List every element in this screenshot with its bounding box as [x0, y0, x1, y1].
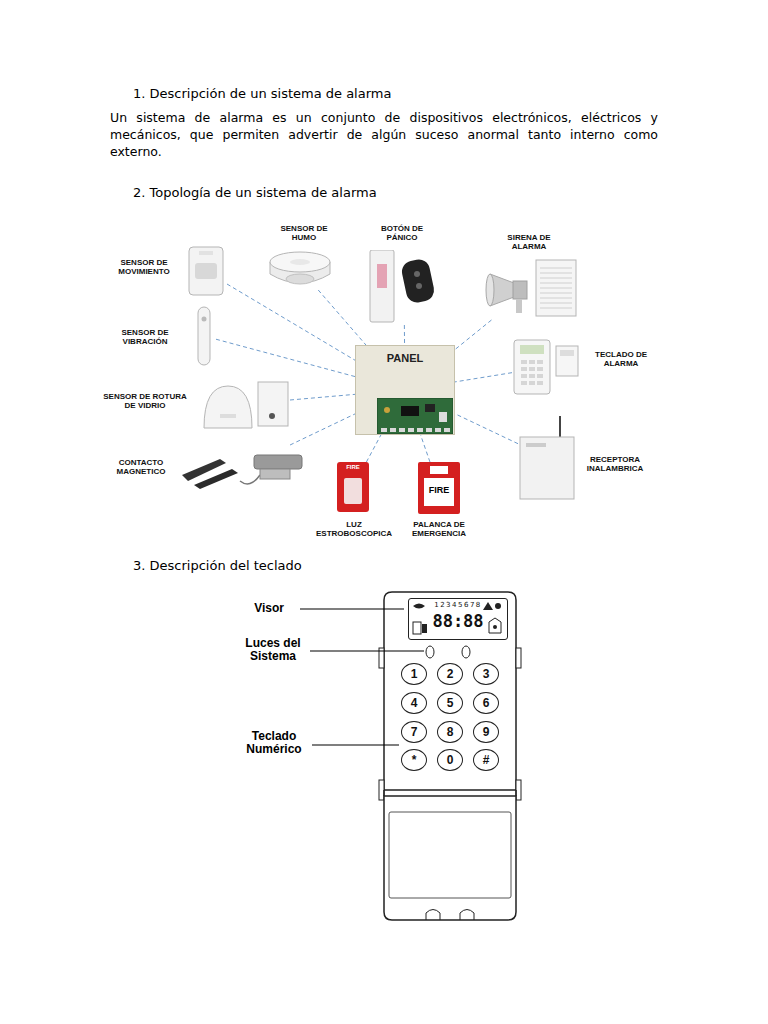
dashed-connector — [404, 325, 405, 345]
dashed-connector — [421, 435, 430, 462]
vibration-sensor-icon — [192, 305, 216, 367]
device-label: SENSOR DE VIBRACIÓN — [110, 328, 180, 346]
device-label: SENSOR DE HUMO — [272, 224, 336, 242]
sign-text: FIRE — [337, 464, 369, 470]
keypad-key: 6 — [473, 692, 499, 714]
key-label: 8 — [447, 726, 454, 738]
alarm-panel: PANEL — [355, 345, 455, 435]
dashed-connector — [455, 414, 518, 444]
device-label: RECEPTORA INALAMBRICA — [582, 455, 648, 473]
section-heading: 2. Topología de un sistema de alarma — [133, 185, 693, 200]
motion-sensor: SENSOR DE MOVIMIENTO — [185, 245, 227, 298]
device-label: PALANCA DE EMERGENCIA — [404, 520, 474, 538]
keypad-key: 8 — [437, 721, 463, 743]
callout-label: Visor — [228, 601, 284, 615]
keypad-key: 9 — [473, 721, 499, 743]
key-label: 0 — [447, 754, 454, 766]
device-label: TECLADO DE ALARMA — [592, 350, 650, 368]
keypad-key: 7 — [401, 721, 427, 743]
dashed-connector — [318, 290, 366, 345]
callout-label: Teclado Numérico — [238, 730, 310, 755]
zone-numbers: 12345678 — [409, 601, 507, 609]
section-heading: 3. Descripción del teclado — [133, 558, 693, 573]
wireless-receiver-icon — [518, 415, 576, 500]
dashed-connector — [366, 435, 380, 462]
dashed-connector — [216, 339, 355, 376]
device-label: SENSOR DE MOVIMIENTO — [108, 258, 180, 276]
alarm-siren: SIRENA DE ALARMA — [484, 256, 578, 320]
key-label: 7 — [411, 726, 418, 738]
magnetic-contact: CONTACTO MAGNETICO — [180, 445, 306, 490]
key-label: 9 — [483, 726, 490, 738]
glass-break-sensor-icon — [198, 378, 290, 430]
keypad-display: 12345678 88:88 — [408, 598, 508, 640]
section-heading: 1. Descripción de un sistema de alarma — [133, 86, 693, 101]
wireless-receiver: RECEPTORA INALAMBRICA — [518, 415, 576, 500]
device-label: LUZ ESTROBOSCOPICA — [311, 520, 397, 538]
keypad-key: 5 — [437, 692, 463, 714]
keypad-key: * — [401, 749, 427, 771]
panel-title: PANEL — [356, 352, 454, 364]
panic-button: BOTÓN DE PÁNICO — [368, 250, 440, 325]
panic-button-icon — [368, 250, 440, 325]
keypad-key: 0 — [437, 749, 463, 771]
keypad-key: 2 — [437, 663, 463, 685]
key-label: 6 — [483, 697, 490, 709]
key-label: 1 — [411, 668, 418, 680]
dashed-connector — [227, 284, 355, 360]
keypad-key: 4 — [401, 692, 427, 714]
key-label: 3 — [483, 668, 490, 680]
device-label: SENSOR DE ROTURA DE VIDRIO — [100, 392, 190, 410]
keypad-key: 3 — [473, 663, 499, 685]
key-label: 2 — [447, 668, 454, 680]
alarm-siren-icon — [484, 256, 578, 320]
keypad-key: # — [473, 749, 499, 771]
smoke-sensor-icon — [268, 248, 332, 290]
key-label: 4 — [411, 697, 418, 709]
callout-label: Luces del Sistema — [240, 637, 306, 662]
keypad-key: 1 — [401, 663, 427, 685]
dashed-connector — [290, 394, 355, 400]
circuit-board — [377, 398, 453, 434]
smoke-sensor: SENSOR DE HUMO — [268, 248, 332, 290]
key-label: * — [412, 754, 417, 766]
key-label: # — [483, 754, 490, 766]
motion-sensor-icon — [185, 245, 227, 298]
device-label: BOTÓN DE PÁNICO — [372, 224, 432, 242]
dashed-connector — [455, 373, 512, 382]
sign-text: FIRE — [424, 485, 454, 495]
alarm-keypad: TECLADO DE ALARMA — [512, 338, 582, 396]
magnetic-contact-icon — [180, 445, 306, 490]
device-label: SIRENA DE ALARMA — [498, 233, 560, 251]
clock-digits: 88:88 — [409, 611, 507, 631]
alarm-keypad-icon — [512, 338, 582, 396]
device-label: CONTACTO MAGNETICO — [106, 458, 176, 476]
dashed-connector — [290, 414, 355, 445]
key-label: 5 — [447, 697, 454, 709]
vibration-sensor: SENSOR DE VIBRACIÓN — [192, 305, 216, 367]
dashed-connector — [455, 320, 491, 350]
glass-break-sensor: SENSOR DE ROTURA DE VIDRIO — [198, 378, 290, 430]
body-paragraph: Un sistema de alarma es un conjunto de d… — [110, 109, 658, 160]
